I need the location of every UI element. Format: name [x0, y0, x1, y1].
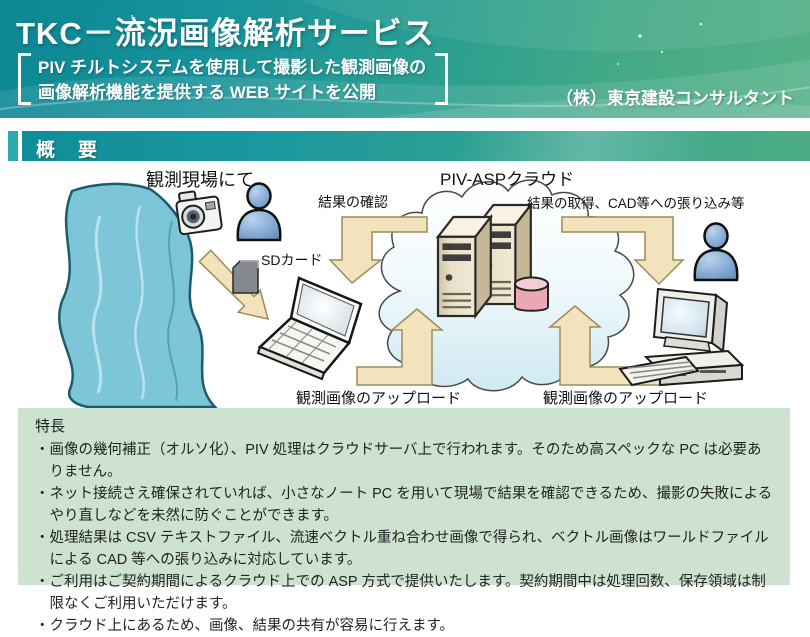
feature-item: ・ご利用はご契約期間によるクラウド上での ASP 方式で提供いたします。契約期間…	[35, 574, 766, 612]
header-banner: TKC－流況画像解析サービス PIV チルトシステムを使用して撮影した観測画像の…	[0, 0, 810, 118]
subtitle-line-2: 画像解析機能を提供する WEB サイトを公開	[38, 83, 377, 102]
feature-item: ・ネット接続さえ確保されていれば、小さなノート PC を用いて現場で結果を確認で…	[35, 486, 773, 524]
laptop-icon	[256, 276, 363, 381]
subtitle-text: PIV チルトシステムを使用して撮影した観測画像の 画像解析機能を提供する WE…	[38, 53, 426, 105]
river	[58, 182, 218, 408]
confirm-results-label: 結果の確認	[318, 194, 388, 210]
features-box: 特長 ・画像の幾何補正（オルソ化）、PIV 処理はクラウドサーバ上で行われます。…	[18, 408, 790, 634]
desktop-pc-icon	[618, 287, 745, 387]
overview-section-title: 概 要	[36, 140, 100, 161]
feature-item: ・クラウド上にあるため、画像、結果の共有が容易に行えます。	[35, 618, 455, 634]
database-icon	[514, 276, 549, 312]
sd-card-icon	[232, 260, 259, 294]
diagram-canvas	[58, 179, 745, 408]
piv-asp-cloud-label: PIV-ASPクラウド	[440, 170, 575, 189]
features-title: 特長	[35, 418, 66, 435]
sd-card-label: SDカード	[261, 252, 323, 268]
page-title: TKC－流況画像解析サービス	[16, 16, 435, 51]
arrow-acquire	[561, 216, 685, 286]
subtitle-line-1: PIV チルトシステムを使用して撮影した観測画像の	[38, 58, 427, 77]
company-name: （株）東京建設コンサルタント	[556, 89, 794, 108]
subtitle-block: PIV チルトシステムを使用して撮影した観測画像の 画像解析機能を提供する WE…	[18, 53, 449, 105]
upload-right-label: 観測画像のアップロード	[543, 390, 709, 407]
left-bracket-decoration	[18, 53, 31, 105]
feature-item: ・処理結果は CSV テキストファイル、流速ベクトル重ね合わせ画像で得られ、ベク…	[35, 530, 769, 568]
arrow-upload-left	[356, 308, 445, 386]
features-list: ・画像の幾何補正（オルソ化）、PIV 処理はクラウドサーバ上で行われます。そのた…	[33, 439, 775, 637]
acquire-results-label: 結果の取得、CAD等への張り込み等	[527, 196, 745, 211]
right-bracket-decoration	[435, 53, 449, 105]
camera-icon	[175, 190, 223, 236]
arrow-confirm	[328, 216, 428, 285]
overview-section-header: 概 要	[22, 131, 810, 161]
upload-left-label: 観測画像のアップロード	[296, 390, 462, 407]
observation-site-label: 観測現場にて	[146, 170, 254, 190]
feature-item: ・画像の幾何補正（オルソ化）、PIV 処理はクラウドサーバ上で行われます。そのた…	[35, 442, 762, 480]
section-accent-bar	[8, 131, 18, 161]
person-icon-right	[693, 222, 739, 282]
system-diagram: 観測現場にて PIV-ASPクラウド 結果の確認 結果の取得、CAD等への張り込…	[0, 161, 810, 408]
header-wave-decoration	[0, 0, 810, 118]
